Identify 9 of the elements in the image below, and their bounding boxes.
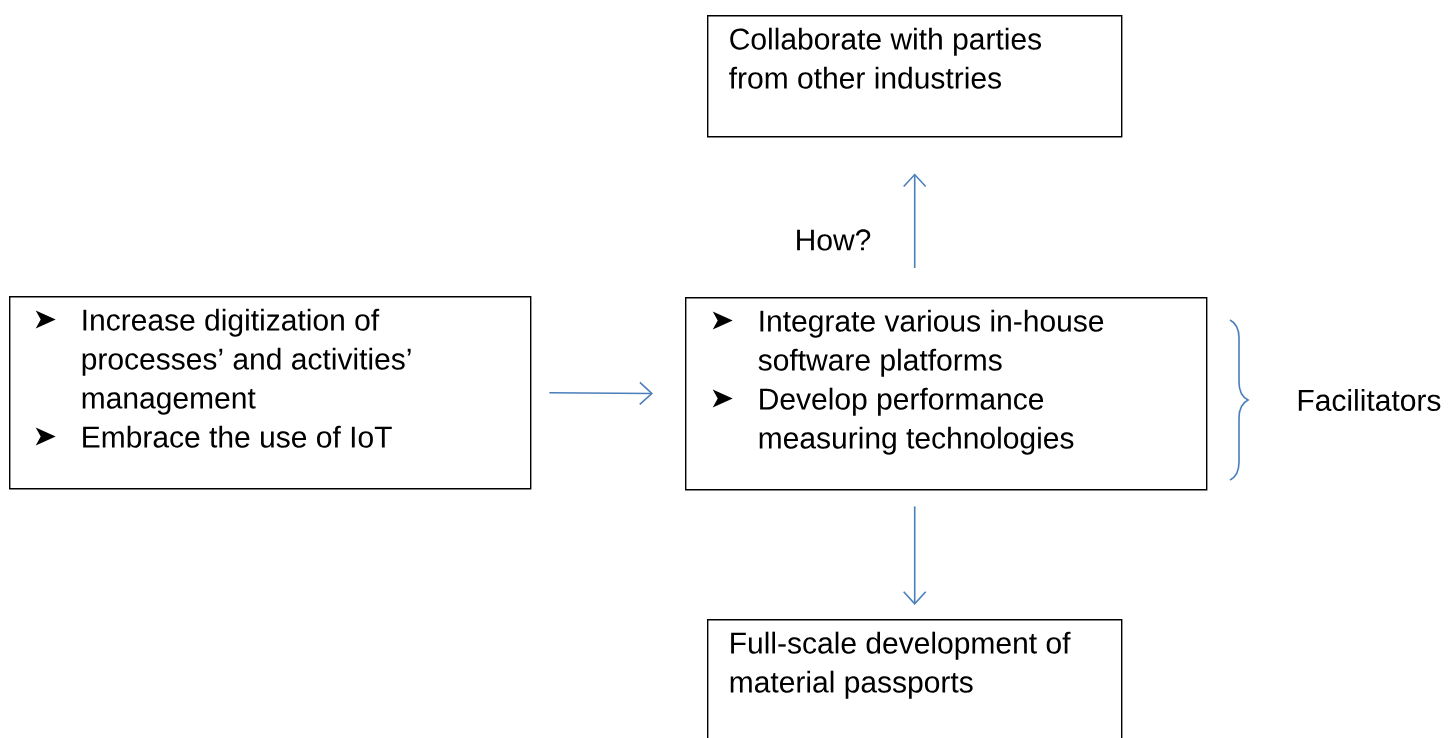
- arrow: [902, 505, 927, 605]
- arrow: [902, 173, 927, 269]
- text-box: Integrate various in-house software platforms Develop performance measuring technologies: [685, 297, 1208, 491]
- text-box: Full-scale development of material passports: [707, 619, 1123, 738]
- brace-label: Facilitators: [1298, 389, 1441, 411]
- text-box: Increase digitization of processes’ and activities’ management Embrace the use of IoT: [9, 296, 532, 490]
- text-box: Collaborate with parties from other industries: [707, 15, 1123, 138]
- edge-label: How?: [797, 229, 871, 251]
- arrow: [548, 381, 653, 406]
